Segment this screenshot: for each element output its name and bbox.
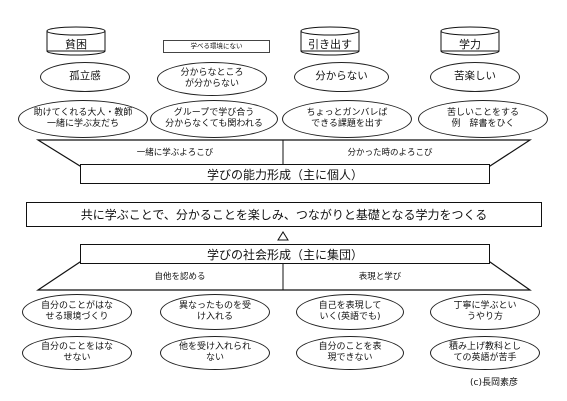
oval-not-knowing-what: 分からなところ が分からない [157,62,267,96]
band-individual: 学びの能力形成（主に個人） [80,164,490,184]
oval-cannot-accept: 他を受け入れられ ない [160,336,270,370]
oval-cannot-express: 自分のことを表 現できない [296,336,404,370]
band-center-goal: 共に学ぶことで、分かることを楽しみ、つながりと基礎となる学力をつくる [26,202,542,227]
oval-cannot-talk: 自分のことをはな せない [22,336,132,370]
oval-hard-things: 苦しいことをする 例 辞書をひく [418,100,548,138]
oval-self-expression: 自己を表現して いく(英語でも) [296,294,404,330]
oval-group-learning: グループで学び合う 分からなくても関われる [150,100,278,138]
category-label: 学力 [459,38,481,51]
category-label: 引き出す [308,38,352,51]
category-label: 貧困 [65,38,87,51]
oval-safe-environment: 自分のことがはな せる環境づくり [22,294,132,330]
cylinder-icon [300,26,360,56]
expression-learning-label: 表現と学び [358,272,402,282]
joy-together-label: 一緒に学ぶよろこび [136,148,214,158]
oval-achievable-task: ちょっとガンバレば できる課題を出す [282,100,412,138]
accept-self-others-label: 自他を認める [154,272,206,282]
oval-helpful-adults: 助けてくれる大人・教師 一緒に学ぶ友だち [18,100,148,138]
joy-understanding-label: 分かった時のよろこび [347,148,433,158]
cylinder-icon [46,26,106,56]
category-draw-out: 引き出す [300,26,360,56]
oval-painful-fun: 苦楽しい [430,62,520,92]
cylinder-icon [440,26,500,56]
oval-careful-learning: 丁寧に学ぶとい うやり方 [430,294,540,330]
note-box: 学べる環境にない [163,40,270,53]
oval-dont-understand: 分からない [294,62,389,92]
oval-english-difficulty: 積み上げ教科とし ての英語が苦手 [430,336,540,370]
category-ability: 学力 [440,26,500,56]
copyright-text: (c)長岡素彦 [470,378,518,388]
category-poverty: 貧困 [46,26,106,56]
oval-accept-differences: 異なったものを受 け入れる [160,294,270,330]
oval-isolation: 孤立感 [40,62,130,92]
band-social: 学びの社会形成（主に集団） [80,244,490,264]
